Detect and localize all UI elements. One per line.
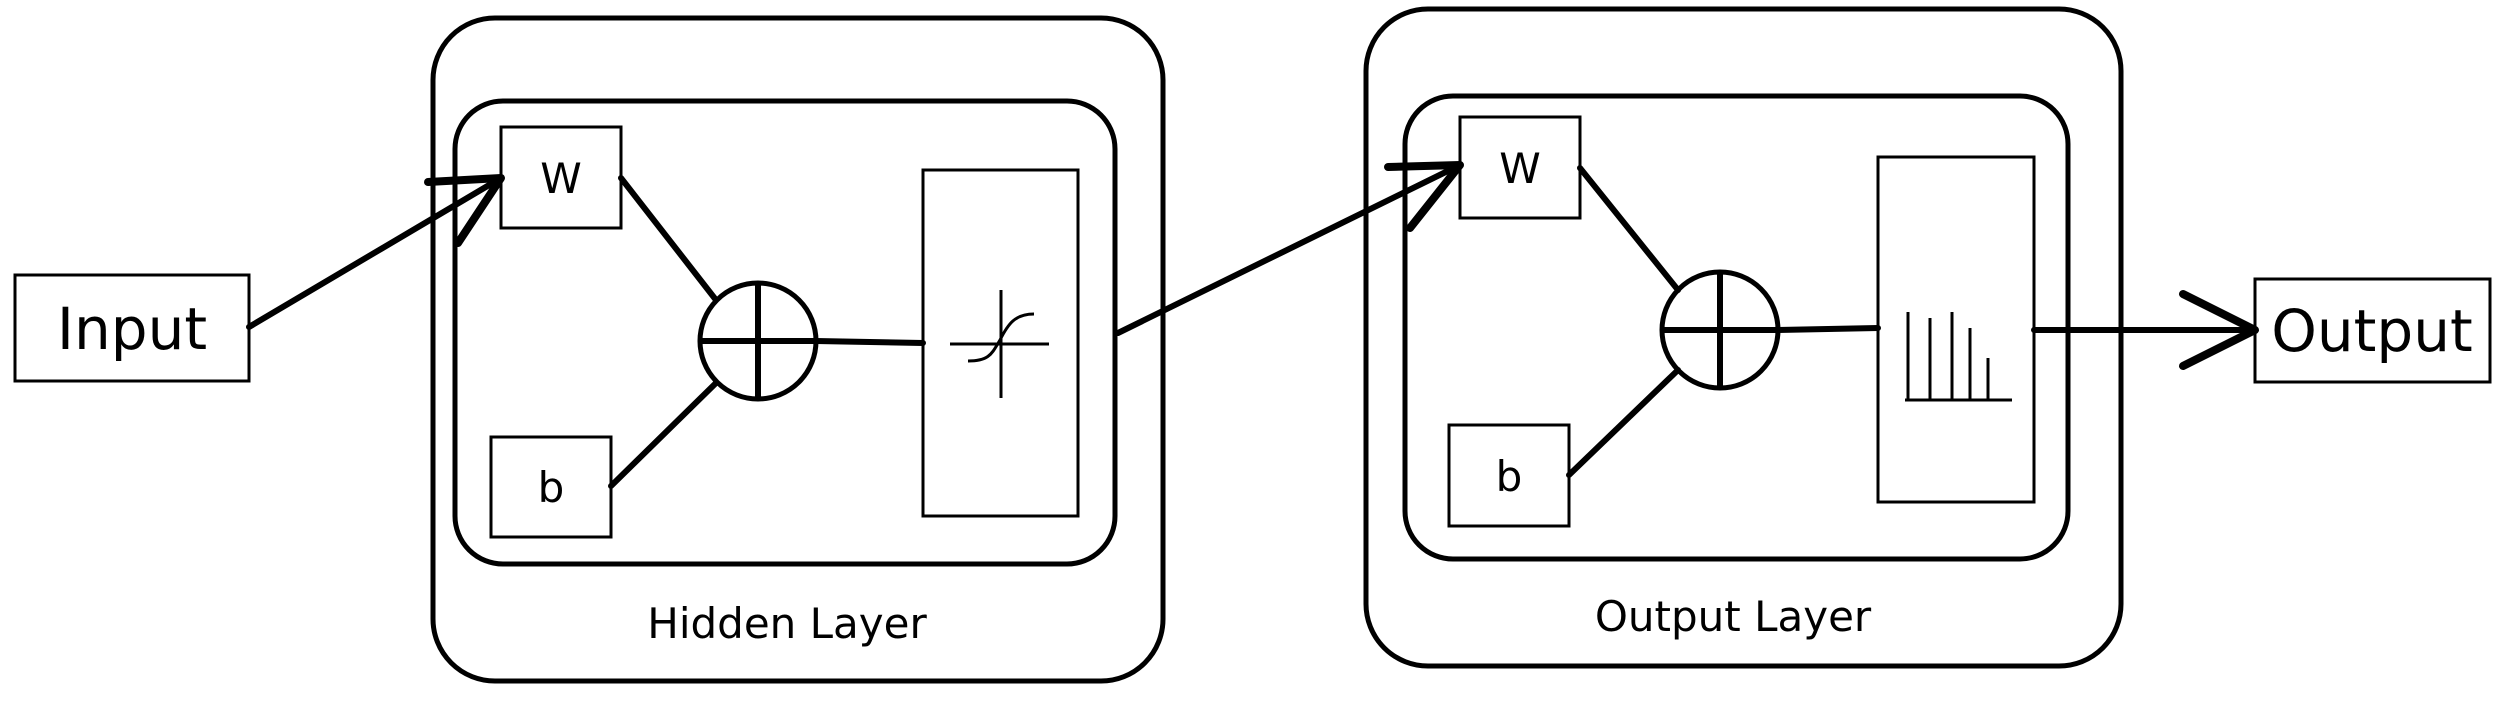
output-layer-title: Output Layer xyxy=(1595,592,1872,641)
to-output-arrow xyxy=(2031,290,2259,370)
output-bias-node: b xyxy=(1447,423,1571,528)
input-node: Input xyxy=(13,273,251,383)
hidden-bias-label: b xyxy=(538,463,565,512)
hidden-layer: W b Hidden Layer xyxy=(430,15,1166,684)
hidden-activation-node xyxy=(921,168,1080,518)
softmax-bars-icon xyxy=(1905,312,2012,402)
input-to-hidden-arrow xyxy=(246,174,505,330)
output-activation-node xyxy=(1876,155,2036,504)
output-label: Output xyxy=(2271,297,2472,365)
hidden-layer-outer-frame xyxy=(430,15,1166,684)
hidden-layer-inner-frame xyxy=(452,98,1118,567)
output-bias-label: b xyxy=(1496,452,1523,501)
hidden-layer-title: Hidden Layer xyxy=(647,599,927,648)
output-weight-label: W xyxy=(1499,144,1541,193)
output-node: Output xyxy=(2253,277,2492,384)
sigmoid-curve-icon xyxy=(950,290,1049,398)
hidden-weight-node: W xyxy=(499,125,623,230)
hidden-weight-label: W xyxy=(540,154,582,203)
hidden-to-output-arrow xyxy=(1115,161,1464,336)
hidden-bias-node: b xyxy=(489,435,613,539)
output-layer: W b Output L xyxy=(1363,6,2124,669)
input-label: Input xyxy=(57,295,207,363)
output-layer-outer-frame xyxy=(1363,6,2124,669)
output-weight-node: W xyxy=(1458,115,1582,220)
